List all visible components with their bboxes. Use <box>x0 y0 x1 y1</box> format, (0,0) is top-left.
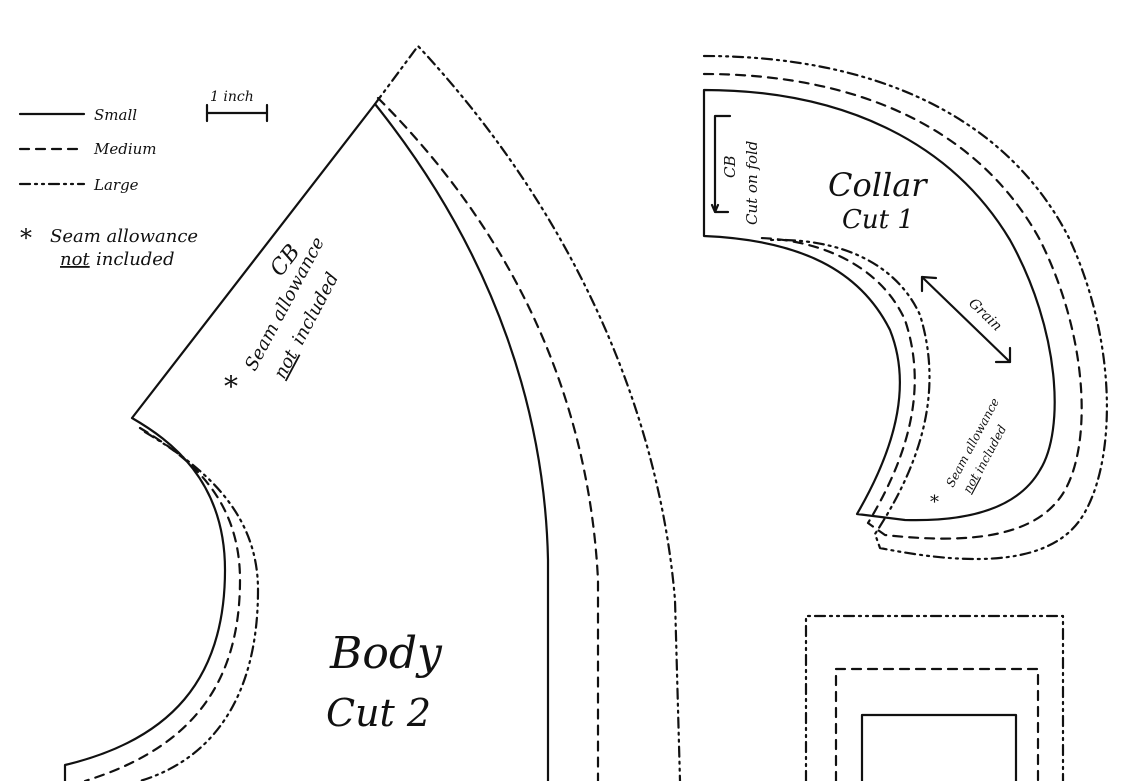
body-outline-small <box>63 102 550 781</box>
body-pattern-piece: CB * Seam allowance not included Body Cu… <box>63 44 682 781</box>
scale-label: 1 inch <box>210 89 254 105</box>
grainline-shaft <box>920 275 1012 364</box>
collar-seam-not: not <box>960 471 982 495</box>
body-seam-not: not <box>270 346 303 383</box>
collar-outline-small <box>702 88 1056 522</box>
collar-outline-large <box>702 54 1108 561</box>
collar-cb-label: CB <box>721 156 739 179</box>
body-outline-large <box>138 44 682 781</box>
collar-seam-star: * <box>930 492 939 513</box>
rectangle-outline-small <box>860 713 1018 781</box>
collar-pattern-piece: CB Cut on fold Collar Cut 1 Grain * Seam… <box>702 54 1108 561</box>
size-legend: Small Medium Large * Seam allowance not … <box>18 106 198 270</box>
scale-bar: 1 inch <box>205 89 269 123</box>
legend-large-label: Large <box>93 176 139 194</box>
grainline-arrow <box>920 275 1012 364</box>
body-outline-medium <box>83 96 600 781</box>
body-cut-count: Cut 2 <box>326 691 431 735</box>
rectangle-pattern-piece <box>804 614 1065 781</box>
grainline-head-bottom <box>994 346 1012 364</box>
collar-cut-count: Cut 1 <box>842 205 914 235</box>
legend-seam-included: included <box>96 249 174 270</box>
legend-seam-not: not <box>60 249 90 270</box>
body-seam-star: * <box>224 370 238 403</box>
body-title: Body <box>329 628 443 679</box>
legend-small-label: Small <box>94 106 137 124</box>
legend-seam-star: * <box>20 224 32 252</box>
collar-fold-note: Cut on fold <box>743 141 761 225</box>
collar-grain-label: Grain <box>965 295 1005 334</box>
legend-seam-line1: Seam allowance <box>50 226 198 247</box>
grainline-head-top <box>920 275 938 293</box>
collar-title: Collar <box>828 166 928 204</box>
legend-medium-label: Medium <box>93 140 157 158</box>
collar-fold-bracket <box>710 114 732 214</box>
rectangle-outline-medium <box>834 667 1040 781</box>
collar-outline-medium <box>702 72 1083 540</box>
rectangle-outline-large <box>804 614 1065 781</box>
